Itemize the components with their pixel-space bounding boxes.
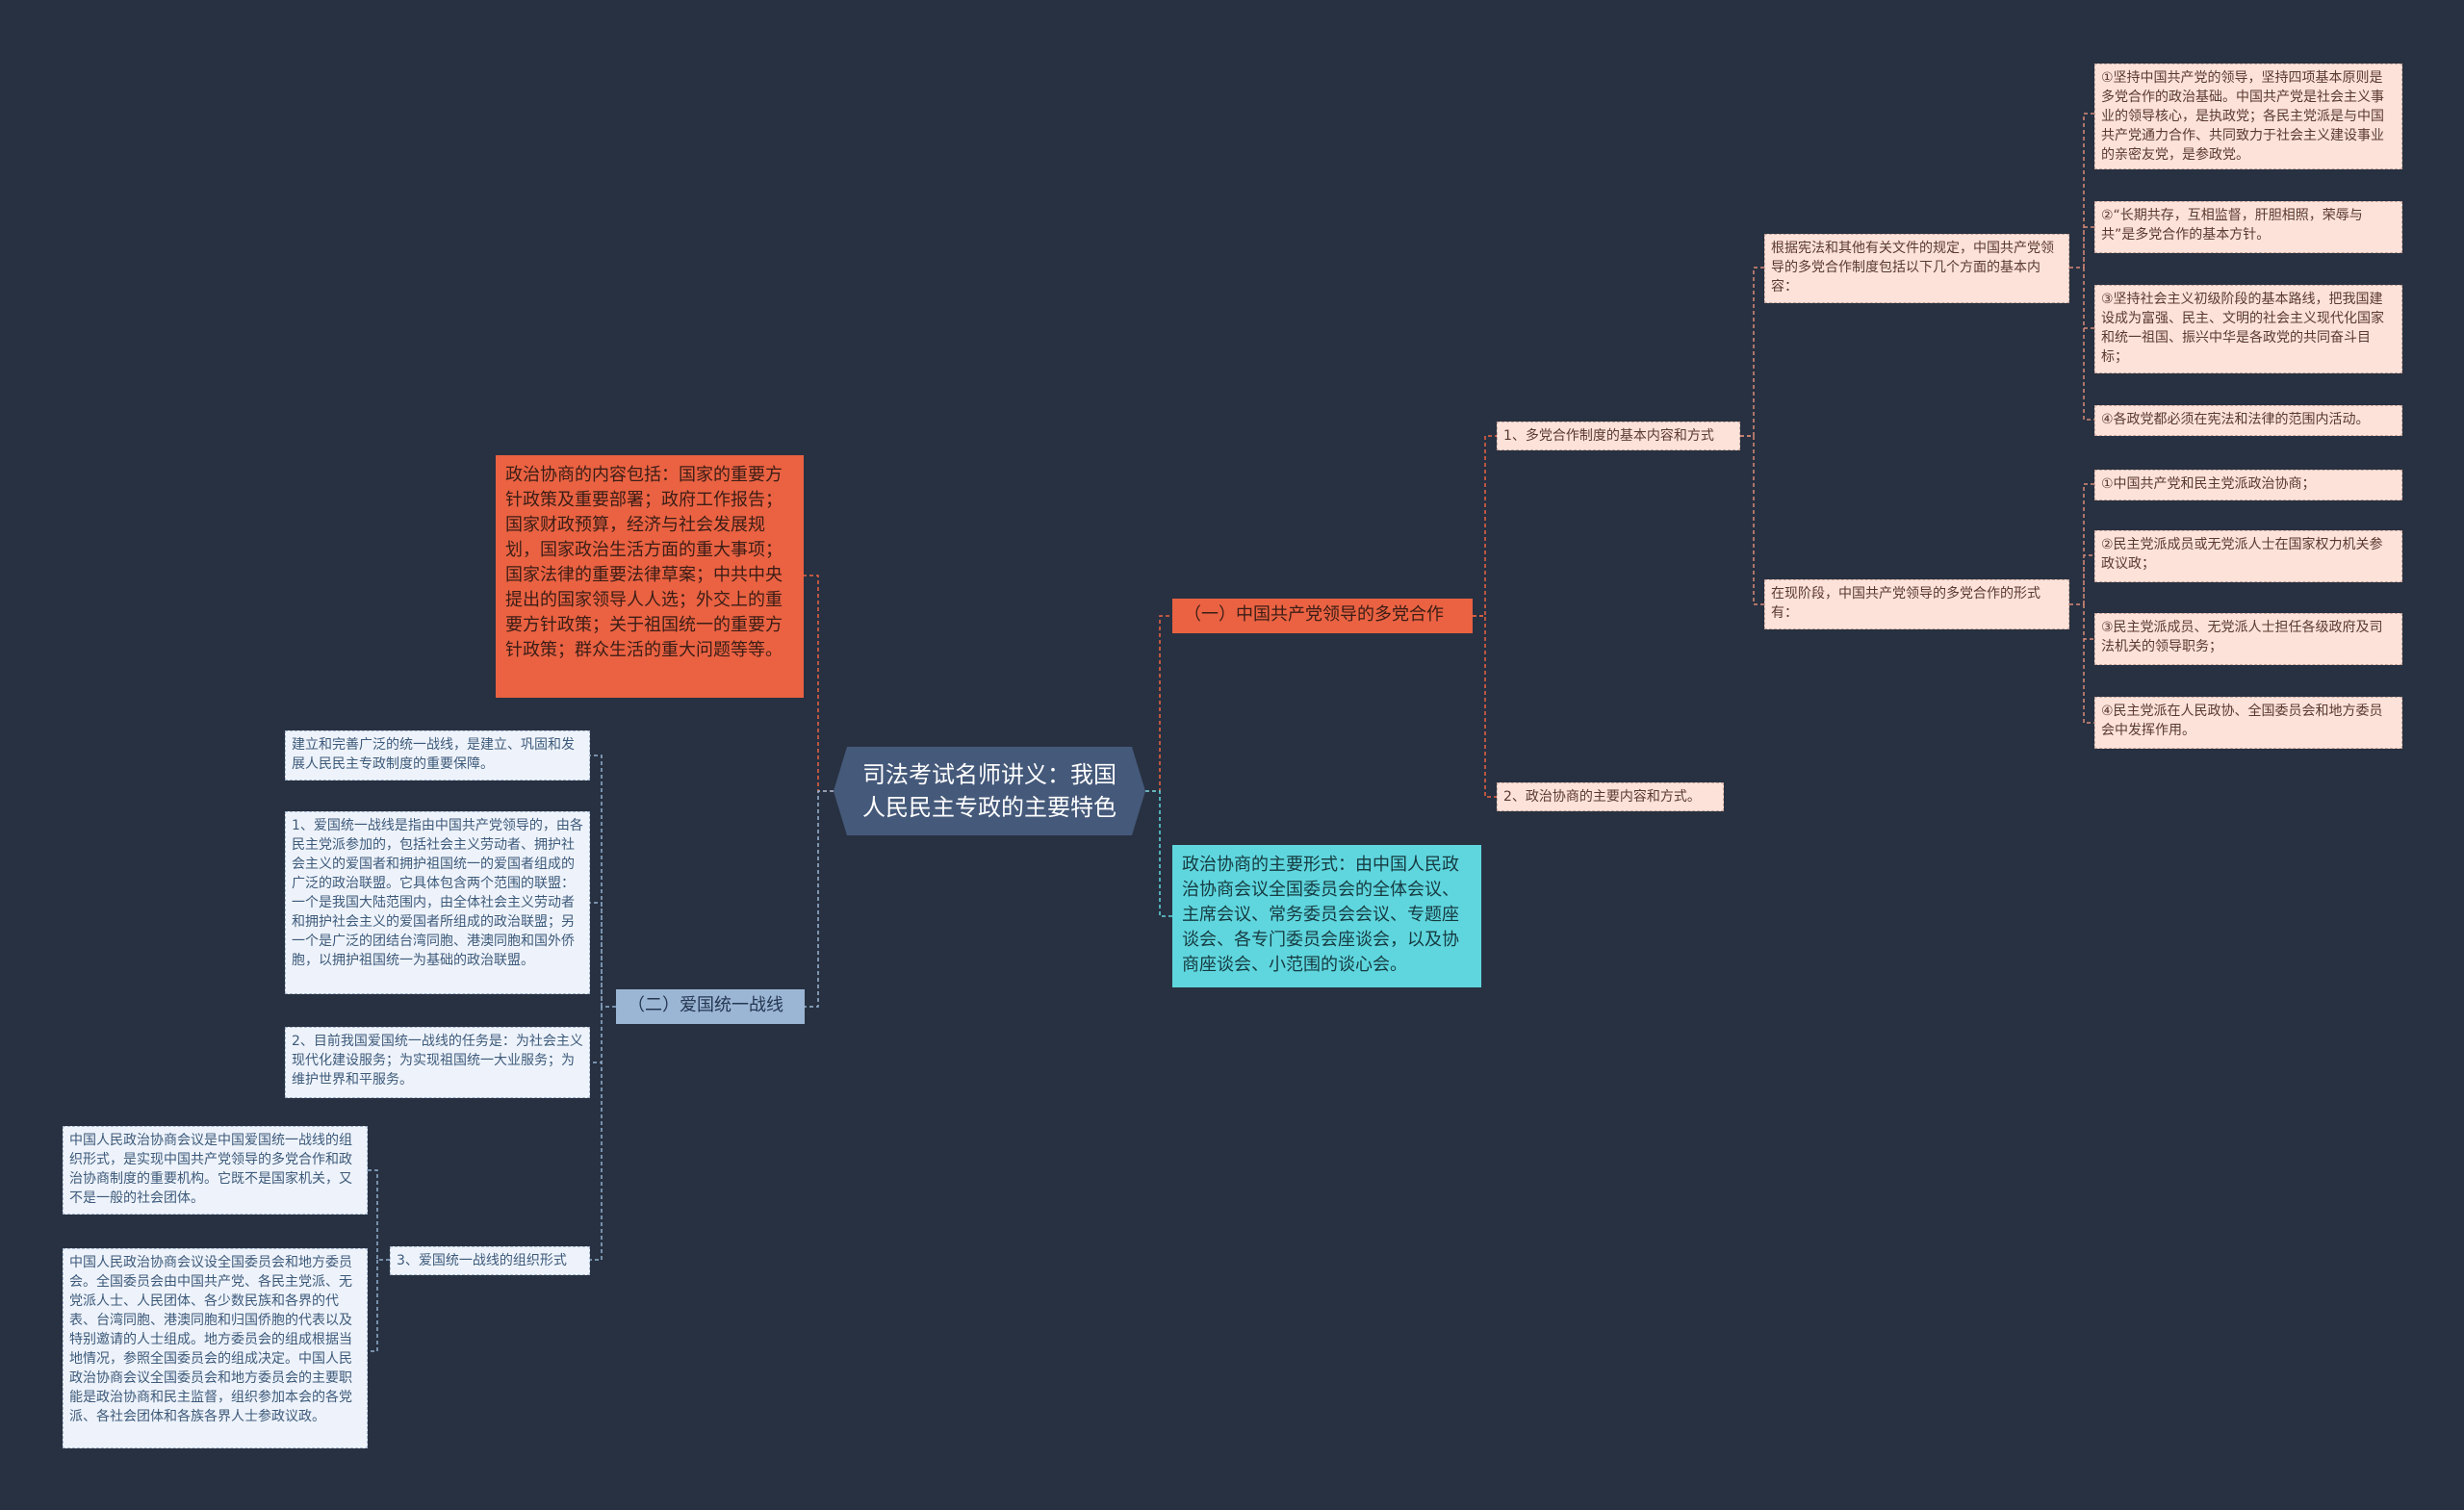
- link-org-items: [368, 1169, 390, 1352]
- org-item-1-text: 中国人民政治协商会议设全国委员会和地方委员会。全国委员会由中国共产党、各民主党派…: [69, 1255, 352, 1424]
- consult-method-label: 2、政治协商的主要内容和方式。: [1503, 789, 1701, 805]
- link-root-multiparty: [1145, 615, 1172, 792]
- link-multiparty-consult: [1473, 615, 1497, 798]
- uf-item-2[interactable]: 2、目前我国爱国统一战线的任务是：为社会主义现代化建设服务；为实现祖国统一大业服…: [285, 1027, 590, 1098]
- form-item-2[interactable]: ③民主党派成员、无党派人士担任各级政府及司法机关的领导职务；: [2094, 613, 2402, 665]
- content-item-0[interactable]: ①坚持中国共产党的领导，坚持四项基本原则是多党合作的政治基础。中国共产党是社会主…: [2094, 64, 2402, 169]
- root-title: 司法考试名师讲义：我国人民民主专政的主要特色: [862, 761, 1116, 821]
- content-item-1[interactable]: ②“长期共存，互相监督，肝胆相照，荣辱与共”是多党合作的基本方针。: [2094, 201, 2402, 253]
- content-item-3-text: ④各政党都必须在宪法和法律的范围内活动。: [2101, 412, 2370, 427]
- form-item-0-text: ①中国共产党和民主党派政治协商；: [2101, 476, 2316, 492]
- united-front-node[interactable]: （二）爱国统一战线: [616, 989, 805, 1024]
- link-root-consult-content: [804, 575, 834, 792]
- uf-item-1-text: 1、爱国统一战线是指由中国共产党领导的，由各民主党派参加的，包括社会主义劳动者、…: [292, 818, 583, 968]
- content-item-0-text: ①坚持中国共产党的领导，坚持四项基本原则是多党合作的政治基础。中国共产党是社会主…: [2101, 70, 2384, 163]
- content-item-3[interactable]: ④各政党都必须在宪法和法律的范围内活动。: [2094, 405, 2402, 436]
- consult-method-node[interactable]: 2、政治协商的主要内容和方式。: [1497, 782, 1724, 811]
- content-intro-node[interactable]: 根据宪法和其他有关文件的规定，中国共产党领导的多党合作制度包括以下几个方面的基本…: [1764, 234, 2069, 303]
- content-item-2[interactable]: ③坚持社会主义初级阶段的基本路线，把我国建设成为富强、民主、文明的社会主义现代化…: [2094, 285, 2402, 373]
- content-intro-text: 根据宪法和其他有关文件的规定，中国共产党领导的多党合作制度包括以下几个方面的基本…: [1771, 241, 2054, 294]
- org-item-0[interactable]: 中国人民政治协商会议是中国爱国统一战线的组织形式，是实现中国共产党领导的多党合作…: [63, 1126, 368, 1215]
- uf-item-0[interactable]: 建立和完善广泛的统一战线，是建立、巩固和发展人民民主专政制度的重要保障。: [285, 730, 590, 781]
- form-item-0[interactable]: ①中国共产党和民主党派政治协商；: [2094, 470, 2402, 500]
- form-item-3-text: ④民主党派在人民政协、全国委员会和地方委员会中发挥作用。: [2101, 704, 2383, 738]
- multiparty-node[interactable]: （一）中国共产党领导的多党合作: [1172, 599, 1473, 633]
- consult-form-node[interactable]: 政治协商的主要形式：由中国人民政治协商会议全国委员会的全体会议、主席会议、常务委…: [1172, 845, 1481, 987]
- form-item-1-text: ②民主党派成员或无党派人士在国家权力机关参政议政；: [2101, 537, 2383, 572]
- united-front-label: （二）爱国统一战线: [628, 995, 783, 1015]
- uf-item-1[interactable]: 1、爱国统一战线是指由中国共产党领导的，由各民主党派参加的，包括社会主义劳动者、…: [285, 811, 590, 994]
- link-content-items: [2069, 113, 2094, 421]
- form-item-1[interactable]: ②民主党派成员或无党派人士在国家权力机关参政议政；: [2094, 530, 2402, 582]
- uf-item-0-text: 建立和完善广泛的统一战线，是建立、巩固和发展人民民主专政制度的重要保障。: [292, 737, 575, 772]
- form-intro-text: 在现阶段，中国共产党领导的多党合作的形式有：: [1771, 586, 2040, 621]
- uf-item-2-text: 2、目前我国爱国统一战线的任务是：为社会主义现代化建设服务；为实现祖国统一大业服…: [292, 1034, 583, 1088]
- link-form-items: [2069, 483, 2094, 724]
- org-item-0-text: 中国人民政治协商会议是中国爱国统一战线的组织形式，是实现中国共产党领导的多党合作…: [69, 1133, 352, 1206]
- form-item-2-text: ③民主党派成员、无党派人士担任各级政府及司法机关的领导职务；: [2101, 620, 2383, 654]
- basic-node[interactable]: 1、多党合作制度的基本内容和方式: [1497, 422, 1740, 450]
- org-form-node[interactable]: 3、爱国统一战线的组织形式: [390, 1246, 590, 1275]
- link-root-united-front: [804, 790, 834, 1008]
- content-item-1-text: ②“长期共存，互相监督，肝胆相照，荣辱与共”是多党合作的基本方针。: [2101, 208, 2363, 243]
- multiparty-label: （一）中国共产党领导的多党合作: [1184, 604, 1444, 625]
- consult-content-text: 政治协商的内容包括：国家的重要方针政策及重要部署；政府工作报告；国家财政预算，经…: [505, 465, 783, 660]
- form-intro-node[interactable]: 在现阶段，中国共产党领导的多党合作的形式有：: [1764, 579, 2069, 629]
- content-item-2-text: ③坚持社会主义初级阶段的基本路线，把我国建设成为富强、民主、文明的社会主义现代化…: [2101, 292, 2384, 365]
- link-root-consult-form: [1145, 790, 1172, 917]
- link-basic-content-intro: [1740, 267, 1764, 437]
- form-item-3[interactable]: ④民主党派在人民政协、全国委员会和地方委员会中发挥作用。: [2094, 697, 2402, 749]
- link-basic-form-intro: [1740, 435, 1764, 605]
- consult-content-node[interactable]: 政治协商的内容包括：国家的重要方针政策及重要部署；政府工作报告；国家财政预算，经…: [496, 455, 804, 698]
- link-multiparty-basic: [1473, 435, 1497, 617]
- basic-label: 1、多党合作制度的基本内容和方式: [1503, 428, 1714, 444]
- link-uf-items: [590, 755, 616, 1261]
- org-item-1[interactable]: 中国人民政治协商会议设全国委员会和地方委员会。全国委员会由中国共产党、各民主党派…: [63, 1248, 368, 1448]
- root-topic[interactable]: 司法考试名师讲义：我国人民民主专政的主要特色: [834, 747, 1145, 835]
- org-form-label: 3、爱国统一战线的组织形式: [397, 1253, 567, 1268]
- consult-form-text: 政治协商的主要形式：由中国人民政治协商会议全国委员会的全体会议、主席会议、常务委…: [1182, 855, 1459, 975]
